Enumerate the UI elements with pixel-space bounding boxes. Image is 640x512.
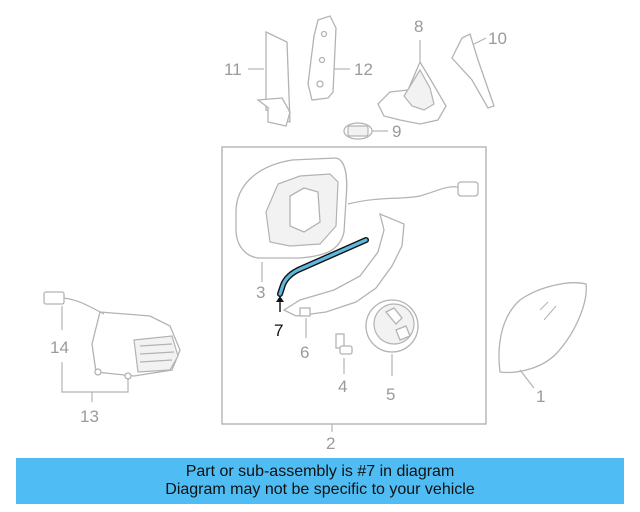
leader-10 — [473, 37, 487, 45]
callout-5[interactable]: 5 — [386, 385, 395, 404]
part-5-motor[interactable] — [365, 299, 419, 353]
part-13-turn-signal-lamp[interactable] — [91, 311, 181, 380]
part-11-bracket[interactable] — [256, 30, 292, 127]
callout-9[interactable]: 9 — [392, 122, 401, 141]
callout-1[interactable]: 1 — [536, 387, 545, 406]
notice-line-1: Part or sub-assembly is #7 in diagram — [185, 463, 455, 480]
callout-3[interactable]: 3 — [256, 283, 265, 302]
leader-7-arrow-icon — [276, 296, 284, 302]
callout-14[interactable]: 14 — [50, 338, 69, 357]
part-14-connector[interactable] — [43, 291, 105, 315]
part-7-seal-strip[interactable] — [277, 237, 369, 297]
callout-7[interactable]: 7 — [274, 321, 283, 340]
leader-13-bracket — [61, 362, 129, 393]
callout-8[interactable]: 8 — [414, 17, 423, 36]
part-8-cover[interactable] — [377, 60, 447, 125]
leader-1 — [519, 369, 535, 389]
part-3-mirror-housing[interactable] — [235, 157, 479, 259]
part-12-plate[interactable] — [307, 15, 337, 101]
callout-6[interactable]: 6 — [300, 343, 309, 362]
notice-banner: Part or sub-assembly is #7 in diagram Di… — [16, 458, 624, 504]
part-6-lower-cover[interactable] — [282, 212, 405, 317]
part-1-mirror-glass[interactable] — [498, 282, 587, 374]
notice-line-2: Diagram may not be specific to your vehi… — [165, 481, 475, 498]
callout-13[interactable]: 13 — [80, 407, 99, 426]
part-9-clip[interactable] — [343, 122, 373, 140]
callout-12[interactable]: 12 — [354, 60, 373, 79]
callout-10[interactable]: 10 — [488, 29, 507, 48]
part-10-strip[interactable] — [451, 33, 495, 109]
callout-11[interactable]: 11 — [224, 60, 242, 79]
callout-2[interactable]: 2 — [326, 434, 335, 453]
assembly-frame — [221, 146, 487, 425]
callout-4[interactable]: 4 — [338, 377, 347, 396]
part-4-screw[interactable] — [335, 333, 353, 355]
